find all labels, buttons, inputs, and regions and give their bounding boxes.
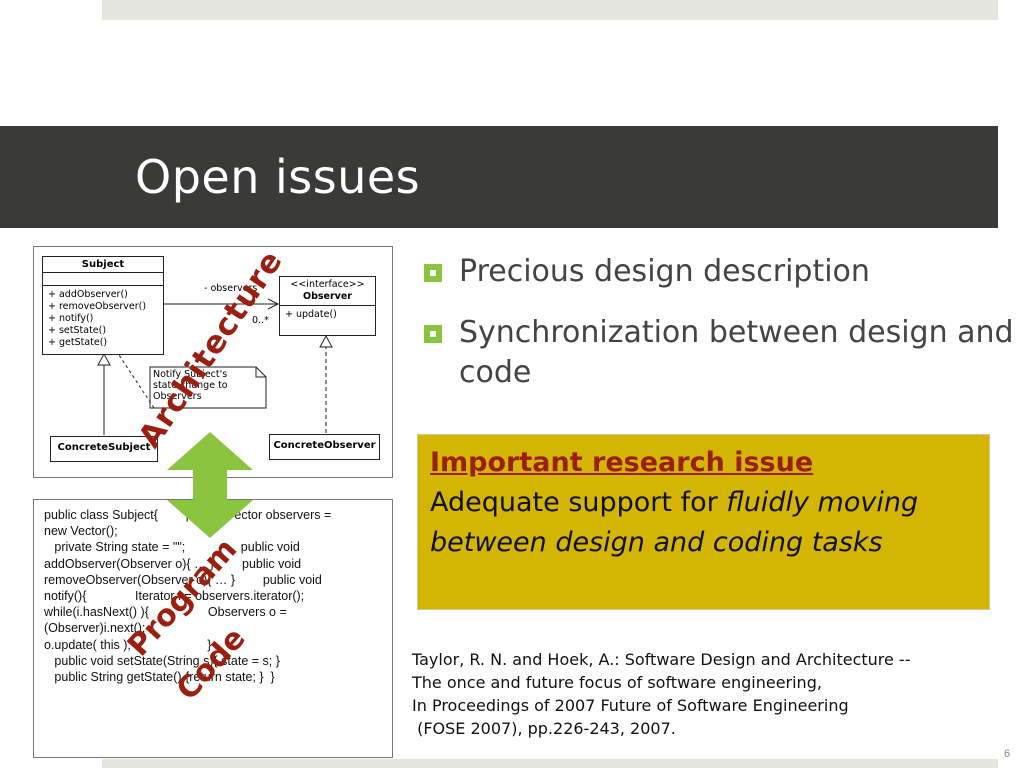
code-line: o.update( this ); } [44, 637, 212, 652]
bullet-square-icon [424, 325, 442, 343]
bullet-text: Precious design description [459, 254, 870, 289]
bottom-decor-bar [102, 759, 998, 768]
realization-arrowhead [319, 334, 333, 348]
bullet-text: Synchronization between design and code [459, 315, 1014, 390]
observer-name: Observer [303, 291, 352, 302]
method: + removeObserver() [48, 301, 147, 312]
issue-emphasis: fluidly moving between design and coding… [430, 487, 919, 558]
note-link [118, 354, 155, 409]
association-label: - observers [204, 283, 258, 294]
subject-attributes [43, 273, 163, 286]
code-listing: public class Subject{ private Vector obs… [33, 499, 393, 758]
note-fold [255, 367, 266, 378]
double-arrow-icon [167, 432, 253, 538]
note-line: Observers [153, 391, 202, 402]
bullet-list: Precious design description Synchronizat… [424, 252, 1014, 414]
code-line: public String getState() {return state; … [44, 670, 275, 685]
reference: Taylor, R. N. and Hoek, A.: Software Des… [412, 648, 910, 740]
code-line: notify(){ Iterator i = observers.iterato… [44, 589, 305, 604]
slide-number: 6 [1004, 748, 1011, 760]
bullet-item: Precious design description [424, 252, 1014, 292]
code-line: new Vector(); [44, 524, 118, 539]
concrete-observer-name: ConcreteObserver [273, 440, 376, 451]
code-line: public void setState(String s){ state = … [44, 653, 280, 668]
code-line: private String state = ""; public void [44, 540, 300, 555]
note-line: state change to [153, 380, 228, 391]
stereotype: <<interface>> [290, 279, 365, 290]
note-line: Notify Subject's [153, 369, 228, 380]
concrete-observer-class: ConcreteObserver [269, 434, 380, 460]
issue-text: Adequate support for [430, 487, 727, 518]
bullet-square-icon [424, 264, 442, 282]
top-decor-bar [102, 0, 998, 20]
concrete-subject-class: ConcreteSubject [50, 436, 158, 462]
reference-line: In Proceedings of 2007 Future of Softwar… [412, 696, 849, 715]
reference-line: Taylor, R. N. and Hoek, A.: Software Des… [412, 650, 911, 669]
code-line: while(i.hasNext() ){ Observers o = [44, 605, 287, 620]
observer-header: <<interface>> Observer [280, 277, 375, 306]
concrete-subject-name: ConcreteSubject [57, 442, 151, 453]
code-line: addObserver(Observer o){ … } public void [44, 556, 302, 571]
observer-interface: <<interface>> Observer + update() [279, 276, 376, 336]
uml-connectors [97, 298, 333, 435]
uml-note: Notify Subject's state change to Observe… [150, 367, 264, 407]
bullet-item: Synchronization between design and code [424, 313, 1014, 393]
subject-class-name: Subject [43, 257, 163, 273]
method: + getState() [48, 337, 108, 348]
reference-line: (FOSE 2007), pp.226-243, 2007. [412, 719, 676, 738]
reference-line: The once and future focus of software en… [412, 673, 822, 692]
method: + notify() [48, 313, 94, 324]
code-line: removeObserver(Observer o){ … } public v… [44, 572, 322, 587]
multiplicity-label: 0..* [252, 315, 269, 326]
association-arrowhead [267, 298, 280, 310]
method: + update() [285, 309, 337, 320]
generalization-arrowhead [97, 352, 111, 366]
slide-title: Open issues [135, 150, 421, 204]
uml-diagram: Subject + addObserver() + removeObserver… [33, 246, 393, 478]
subject-class: Subject + addObserver() + removeObserver… [42, 256, 164, 355]
double-arrow-shape [167, 432, 253, 538]
code-line: (Observer)i.next(); [44, 621, 146, 636]
subject-methods: + addObserver() + removeObserver() + not… [43, 286, 163, 352]
method: + setState() [48, 325, 107, 336]
research-issue-box: Important research issue Adequate suppor… [417, 434, 990, 610]
issue-heading: Important research issue [430, 447, 814, 478]
observer-methods: + update() [280, 306, 375, 324]
title-bar [0, 126, 998, 228]
method: + addObserver() [48, 289, 128, 300]
